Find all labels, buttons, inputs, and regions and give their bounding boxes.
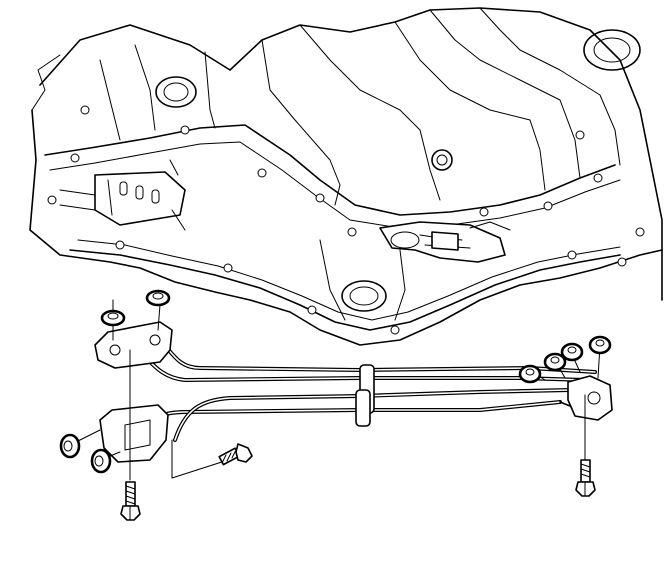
seal-washer xyxy=(543,352,567,372)
left-fitting-bracket-lower xyxy=(99,404,169,463)
clamp-collars xyxy=(355,364,375,427)
left-fitting-bracket-upper xyxy=(94,321,173,369)
seal-washer xyxy=(588,335,612,355)
flange-bolt-holes xyxy=(47,105,645,335)
seal-washer xyxy=(90,448,112,474)
bolt-center xyxy=(218,443,253,466)
bolts xyxy=(120,443,596,521)
seal-washer xyxy=(100,309,126,327)
clamp-collar-lower xyxy=(355,389,371,427)
seal-washer xyxy=(145,289,171,307)
seal-washer xyxy=(59,433,81,459)
bolt-right xyxy=(575,459,596,497)
bolt-left xyxy=(120,481,141,521)
transmission-case xyxy=(29,7,663,346)
seal-washers xyxy=(59,289,612,474)
right-fitting-bracket xyxy=(567,375,613,421)
seal-washer xyxy=(560,342,584,362)
seal-washer xyxy=(518,364,542,384)
